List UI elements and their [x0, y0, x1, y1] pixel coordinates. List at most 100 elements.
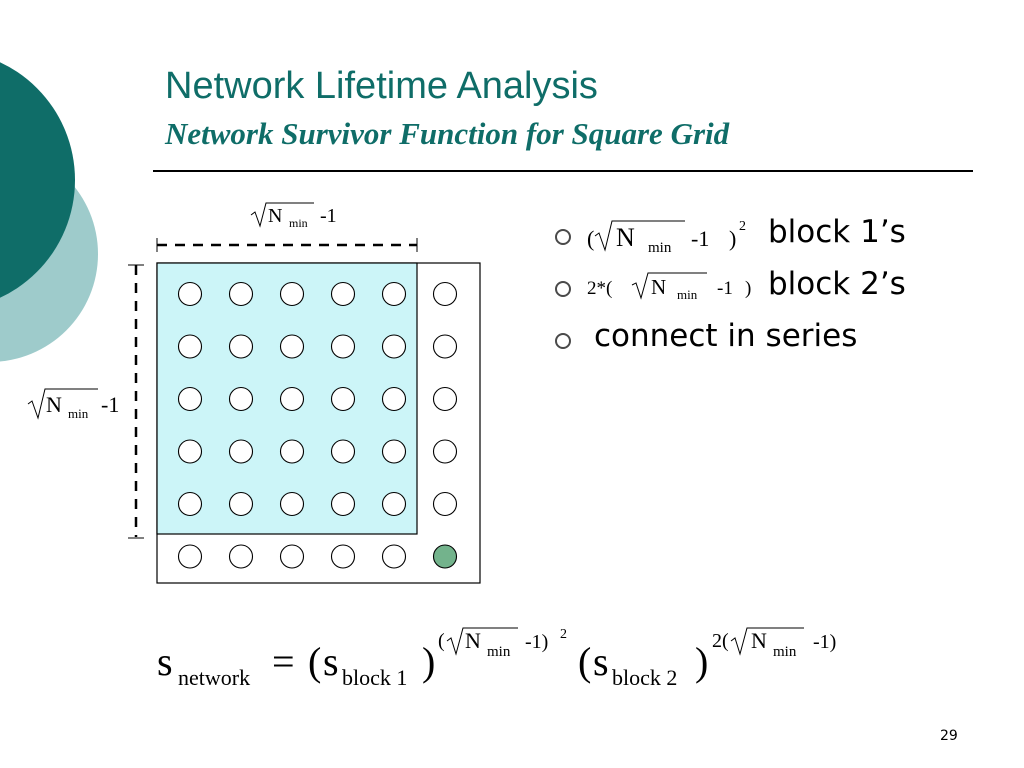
grid-node — [381, 544, 407, 569]
equation-term1-exp-open: ( — [438, 630, 445, 652]
title-divider — [153, 170, 973, 172]
grid-node — [330, 544, 356, 569]
bullet-2-sqrt-sign — [631, 272, 707, 300]
equation-term1-subscript: block 1 — [342, 665, 407, 690]
equation-term2-open-paren: ( — [578, 639, 591, 684]
top-dimension-sub: min — [289, 216, 308, 230]
left-dimension-sqrt-sign — [27, 388, 98, 420]
page-number: 29 — [940, 728, 958, 744]
equation-lhs-subscript: network — [178, 665, 250, 690]
equation-term1-exp-square: 2 — [560, 627, 567, 642]
equation-term2-exp-n: N — [751, 628, 767, 653]
top-dimension-minus-one: -1 — [320, 205, 337, 227]
slide-title: Network Lifetime Analysis — [165, 65, 598, 107]
grid-node — [177, 334, 203, 359]
equation-term2-subscript: block 2 — [612, 665, 677, 690]
grid-node — [279, 281, 305, 307]
left-dimension-sub: min — [68, 406, 89, 421]
grid-node — [228, 386, 254, 412]
bullet-1-sqrt-sign — [594, 220, 685, 252]
bullet-circle-icon — [555, 229, 571, 245]
grid-node — [432, 386, 458, 412]
grid-node — [381, 334, 407, 359]
grid-node — [330, 491, 356, 517]
bullet-1-n: N — [616, 223, 635, 252]
grid-node — [381, 439, 407, 464]
bullet-2-minus-one: -1 — [717, 278, 733, 299]
equation-term1-exp-n: N — [465, 628, 481, 653]
bullet-item-2: 2*( N min -1 ) block 2’s — [555, 264, 995, 316]
grid-node — [177, 386, 203, 412]
grid-node — [432, 439, 458, 464]
bullet-list: ( N min -1 ) 2 block 1’s 2*( N min -1 ) … — [555, 212, 995, 368]
bullet-item-1: ( N min -1 ) 2 block 1’s — [555, 212, 995, 264]
grid-node — [228, 281, 254, 307]
equation-term1-open-paren: ( — [308, 639, 321, 684]
grid-node — [381, 491, 407, 517]
grid-node — [432, 281, 458, 307]
grid-diagram: N min -1 — [128, 202, 481, 584]
bullet-1-open-paren: ( — [587, 226, 594, 251]
bullet-item-3: connect in series — [555, 316, 995, 368]
equation-term2-exp-prefix: 2( — [712, 630, 729, 652]
equation-term1-exp-sub: min — [487, 644, 511, 660]
bullet-2-close-paren: ) — [745, 278, 751, 299]
grid-node — [177, 281, 203, 307]
equation-term2-exp-sub: min — [773, 644, 797, 660]
equation-term1-exp-minus-one: -1) — [525, 631, 548, 653]
grid-node — [381, 281, 407, 307]
grid-node — [330, 386, 356, 412]
network-survivor-equation: s network = ( s block 1 ) ( N min -1) 2 … — [157, 627, 836, 690]
bullet-3-text: connect in series — [594, 318, 858, 354]
grid-node — [381, 386, 407, 412]
bullet-2-formula: 2*( N min -1 ) — [587, 272, 751, 302]
left-dimension-minus-one: -1 — [101, 392, 119, 417]
grid-node — [177, 491, 203, 517]
slide-subtitle: Network Survivor Function for Square Gri… — [165, 116, 730, 151]
grid-node — [228, 491, 254, 517]
grid-node — [228, 544, 254, 569]
grid-node — [228, 334, 254, 359]
equation-equals: = — [272, 639, 295, 684]
equation-term1-s: s — [323, 639, 339, 684]
equation-lhs-s: s — [157, 639, 173, 684]
bullet-2-sub: min — [677, 287, 698, 302]
equation-term2-close-paren: ) — [695, 639, 708, 684]
grid-node — [279, 386, 305, 412]
equation-term1-sqrt-sign — [446, 627, 518, 656]
bullet-2-n: N — [651, 275, 666, 299]
left-dimension-label: N min -1 — [27, 388, 119, 421]
grid-node — [279, 439, 305, 464]
bullet-1-text: block 1’s — [768, 214, 906, 250]
bullet-1-formula: ( N min -1 ) 2 — [587, 219, 746, 256]
top-dimension-n: N — [268, 205, 282, 227]
bullet-circle-icon — [555, 333, 571, 349]
bullet-2-prefix: 2*( — [587, 278, 612, 299]
grid-node — [228, 439, 254, 464]
grid-node — [279, 334, 305, 359]
bullet-1-sub: min — [648, 240, 672, 256]
grid-node — [177, 544, 203, 569]
equation-term2-exp-minus-one: -1) — [813, 631, 836, 653]
top-dimension-sqrt-sign — [250, 202, 314, 228]
bullet-2-text: block 2’s — [768, 266, 906, 302]
equation-term2-sqrt-sign — [730, 627, 804, 656]
bullet-1-minus-one: -1 — [691, 226, 709, 251]
bullet-1-exponent: 2 — [739, 219, 746, 234]
bullet-1-close-paren: ) — [729, 226, 736, 251]
decorative-circles — [0, 62, 98, 362]
grid-node — [177, 439, 203, 464]
equation-term1-close-paren: ) — [422, 639, 435, 684]
equation-term2-s: s — [593, 639, 609, 684]
grid-node — [279, 544, 305, 569]
grid-node — [330, 439, 356, 464]
dark-teal-circle — [0, 62, 75, 298]
grid-node — [432, 491, 458, 517]
bullet-circle-icon — [555, 281, 571, 297]
grid-node — [432, 334, 458, 359]
left-dimension-n: N — [46, 392, 62, 417]
grid-nodes — [177, 281, 458, 569]
grid-node — [330, 334, 356, 359]
grid-node — [330, 281, 356, 307]
grid-node — [279, 491, 305, 517]
